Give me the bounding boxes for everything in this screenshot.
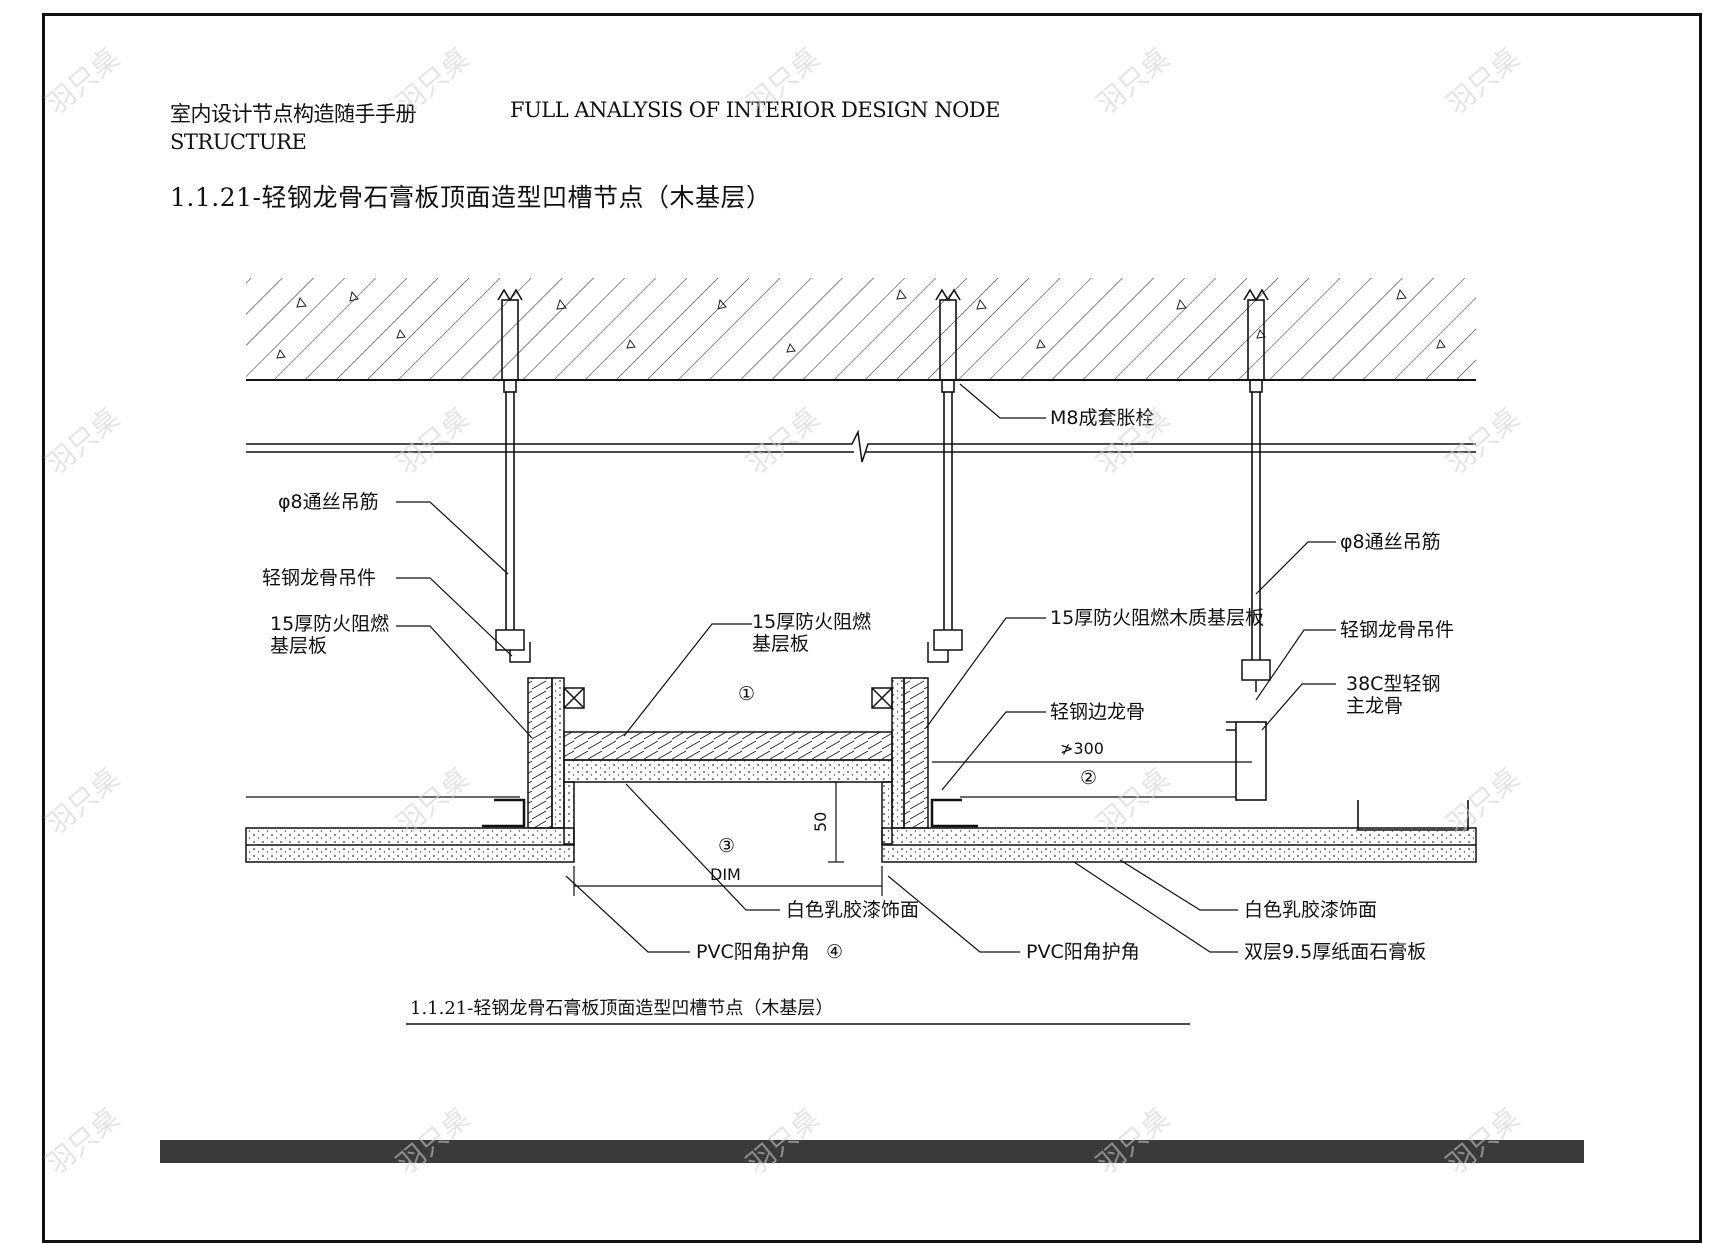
label-hanger-right: 轻钢龙骨吊件 bbox=[1340, 619, 1454, 641]
header-en-title-line2: STRUCTURE bbox=[170, 130, 307, 154]
label-fire-board-mid-1: 15厚防火阻燃 bbox=[752, 611, 871, 633]
main-keel-38c bbox=[1226, 721, 1469, 831]
concrete-slab bbox=[246, 278, 1476, 381]
label-fire-board-left-1: 15厚防火阻燃 bbox=[270, 613, 389, 635]
label-rod-left: φ8通丝吊筋 bbox=[278, 491, 379, 513]
wood-base-boards bbox=[527, 677, 929, 829]
marker-1: ① bbox=[738, 683, 755, 705]
marker-2: ② bbox=[1080, 767, 1097, 789]
label-paint-right: 白色乳胶漆饰面 bbox=[1244, 899, 1377, 921]
marker-3: ③ bbox=[718, 835, 735, 857]
label-edge-keel: 轻钢边龙骨 bbox=[1050, 701, 1145, 723]
label-pvc-left-number: ④ bbox=[826, 941, 843, 963]
label-rod-right: φ8通丝吊筋 bbox=[1340, 531, 1441, 553]
label-fire-board-left-2: 基层板 bbox=[270, 635, 327, 657]
header-cn-title: 室内设计节点构造随手手册 bbox=[170, 102, 417, 126]
header-en-title-line1: FULL ANALYSIS OF INTERIOR DESIGN NODE bbox=[510, 98, 1000, 122]
label-main-keel-1: 38C型轻钢 bbox=[1346, 673, 1440, 695]
label-spacing: ≯300 bbox=[1060, 739, 1104, 758]
label-hanger-left: 轻钢龙骨吊件 bbox=[262, 567, 376, 589]
leader-lines bbox=[396, 383, 1336, 953]
dimension-lines bbox=[573, 761, 1252, 896]
label-main-keel-2: 主龙骨 bbox=[1346, 695, 1403, 717]
label-gypsum: 双层9.5厚纸面石膏板 bbox=[1244, 940, 1426, 963]
label-dim: DIM bbox=[710, 865, 741, 884]
label-pvc-mid: PVC阳角护角 bbox=[1026, 941, 1140, 963]
drawing-caption: 1.1.21-轻钢龙骨石膏板顶面造型凹槽节点（木基层） bbox=[410, 997, 833, 1019]
label-fire-board-right: 15厚防火阻燃木质基层板 bbox=[1050, 607, 1264, 629]
keel-hangers bbox=[495, 629, 1271, 692]
label-dim-50: 50 bbox=[811, 812, 830, 832]
drawing-title: 1.1.21-轻钢龙骨石膏板顶面造型凹槽节点（木基层） bbox=[170, 183, 772, 212]
label-fire-board-mid-2: 基层板 bbox=[752, 633, 809, 655]
footer-bar bbox=[160, 1140, 1584, 1163]
label-paint-mid: 白色乳胶漆饰面 bbox=[786, 899, 919, 921]
gypsum-board-layers bbox=[245, 759, 1477, 863]
hanger-rods bbox=[497, 288, 1269, 660]
label-pvc-left: PVC阳角护角 bbox=[696, 941, 810, 963]
edge-keels bbox=[482, 798, 978, 828]
label-m8-bolt: M8成套胀栓 bbox=[1050, 407, 1154, 429]
break-line bbox=[246, 429, 1476, 463]
